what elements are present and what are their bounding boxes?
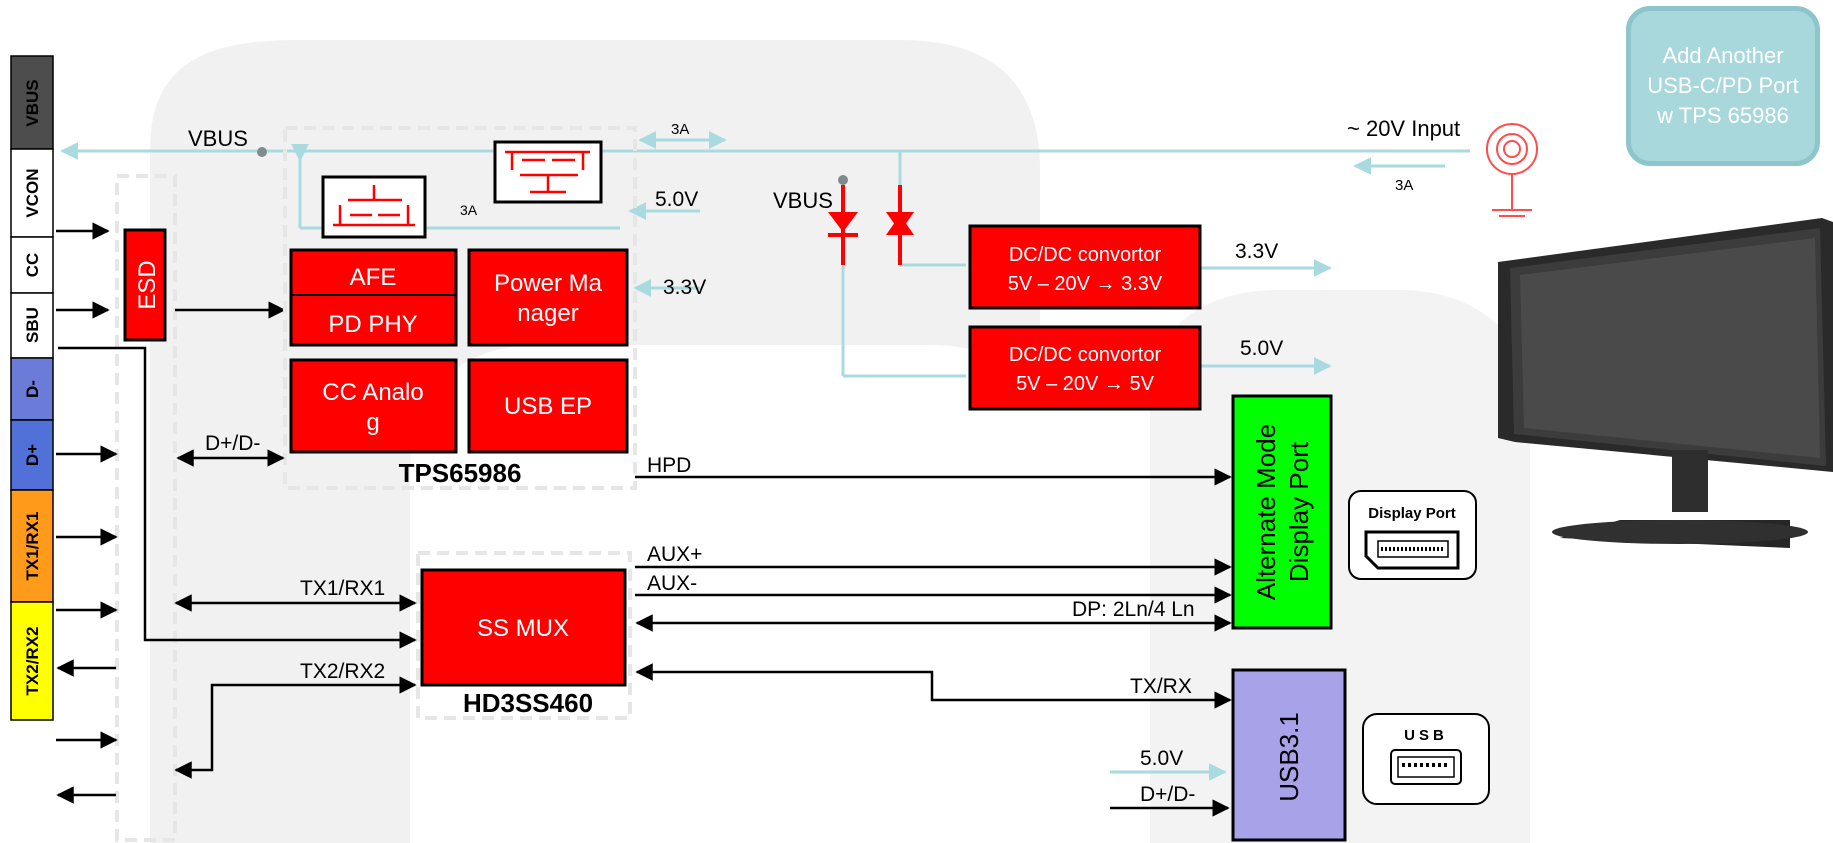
usb-ep-label: USB EP [504,393,592,420]
alt-mode-line1: Alternate Mode [1251,424,1281,600]
monitor-icon [1498,218,1833,548]
v5-tps-label: 5.0V [655,188,698,211]
input-connector-symbol [1487,124,1537,216]
power-manager-label-1: Power Ma [494,270,603,297]
pin-arrows [56,231,116,795]
displayport-logo: Display Port [1349,491,1476,579]
usb-logo-label: USB [1404,727,1448,744]
dcdc-5v-line2: 5V – 20V → 5V [1016,373,1155,395]
dcdc-5v-block [970,327,1200,409]
dcdc-3v3-block [970,226,1200,308]
pin-label-vcon: VCON [23,168,42,217]
tx1rx1-label: TX1/RX1 [300,577,385,600]
v33-tps-label: 3.3V [663,276,706,299]
afe-label: AFE [350,264,397,291]
pin-label-dplus: D+ [23,444,42,466]
current-3a-top: 3A [671,121,689,138]
power-manager-label-2: nager [517,300,578,327]
current-3a-fet: 3A [460,202,478,218]
alt-mode-line2: Display Port [1284,441,1314,582]
displayport-logo-label: Display Port [1368,505,1456,522]
dpdm-left-label: D+/D- [205,432,260,455]
v5-out-label: 5.0V [1240,337,1283,360]
dcdc-5v-line1: DC/DC convortor [1009,344,1162,366]
dcdc-3v3-line1: DC/DC convortor [1009,244,1162,266]
esd-label: ESD [134,260,161,309]
vbus-node-dot [257,147,267,157]
cc-analog-block [291,360,456,452]
usb31-label: USB3.1 [1274,712,1304,802]
txrx-label: TX/RX [1130,675,1192,698]
ss-mux-label: SS MUX [477,615,569,642]
cc-analog-label-1: CC Analo [322,379,423,406]
pin-label-sbu: SBU [23,307,42,343]
hpd-label: HPD [647,454,691,477]
power-switch-bottom [323,177,425,237]
dp-lanes-label: DP: 2Ln/4 Ln [1072,598,1195,621]
pin-label-vbus: VBUS [23,79,42,126]
vbus-diode-dot [838,175,848,185]
current-3a-right: 3A [1395,177,1413,194]
aux-plus-label: AUX+ [647,543,702,566]
pin-label-dminus: D- [23,380,42,398]
cc-analog-label-2: g [366,409,379,436]
mux-chip-name: HD3SS460 [463,688,593,718]
alt-mode-dp-block [1233,396,1331,628]
v5-usb-label: 5.0V [1140,747,1183,770]
vbus-left-label: VBUS [188,126,248,151]
pd-phy-label: PD PHY [328,311,417,338]
pin-label-cc: CC [23,253,42,278]
tps-chip-name: TPS65986 [399,458,522,488]
add-port-button[interactable]: Add Another USB-C/PD Port w TPS 65986 [1626,6,1820,166]
aux-minus-label: AUX- [647,572,697,595]
power-manager-block [469,250,627,345]
pin-label-tx2: TX2/RX2 [23,627,42,696]
v33-out-label: 3.3V [1235,240,1278,263]
usb-logo: USB [1363,714,1489,804]
tx2rx2-label: TX2/RX2 [300,660,385,683]
pin-label-tx1: TX1/RX1 [23,512,42,581]
dcdc-3v3-line2: 5V – 20V → 3.3V [1008,273,1163,295]
input-label: ~ 20V Input [1347,116,1460,141]
vbus-diode-label: VBUS [773,188,833,213]
dpdm-usb-label: D+/D- [1140,783,1195,806]
power-switch-top [495,142,601,202]
